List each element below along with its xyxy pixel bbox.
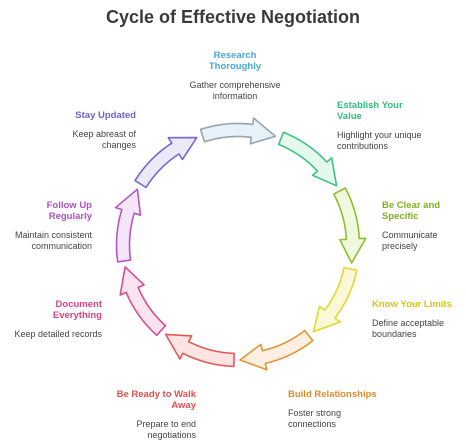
step-walk-away-desc: Prepare to end negotiations xyxy=(136,419,196,440)
step-walk-away-title: Be Ready to Walk Away xyxy=(116,389,196,411)
step-stay-updated-title: Stay Updated xyxy=(75,110,136,121)
step-build-relationships-desc: Foster strong connections xyxy=(288,408,342,429)
step-be-clear-title: Be Clear and Specific xyxy=(382,200,441,222)
step-follow-up-desc: Maintain consistent communication xyxy=(14,230,92,251)
step-follow-up: Follow Up Regularly Maintain consistent … xyxy=(4,200,92,252)
step-walk-away: Be Ready to Walk Away Prepare to end neg… xyxy=(100,389,196,441)
arrow-research xyxy=(199,117,277,145)
step-be-clear: Be Clear and Specific Communicate precis… xyxy=(382,200,462,252)
step-document-desc: Keep detailed records xyxy=(14,329,102,339)
arrow-build-relationships xyxy=(239,329,314,371)
step-stay-updated: Stay Updated Keep abreast of changes xyxy=(56,110,136,151)
step-establish-value: Establish Your Value Highlight your uniq… xyxy=(337,100,447,152)
step-research-title: Research Thoroughly xyxy=(208,50,262,72)
step-build-relationships: Build Relationships Foster strong connec… xyxy=(288,389,398,430)
step-stay-updated-desc: Keep abreast of changes xyxy=(72,129,136,150)
arrow-stay-updated xyxy=(134,136,198,189)
arrow-walk-away xyxy=(164,333,235,368)
step-document-title: Document Everything xyxy=(52,299,102,321)
step-follow-up-title: Follow Up Regularly xyxy=(46,200,92,222)
arrow-document xyxy=(119,266,167,337)
step-research: Research Thoroughly Gather comprehensive… xyxy=(183,50,287,102)
step-be-clear-desc: Communicate precisely xyxy=(382,230,438,251)
step-know-limits-desc: Define acceptable boundaries xyxy=(372,318,445,339)
arrow-establish-value xyxy=(277,131,338,187)
step-build-relationships-title: Build Relationships xyxy=(288,389,377,400)
arrow-follow-up xyxy=(114,188,142,263)
step-know-limits-title: Know Your Limits xyxy=(372,299,452,310)
arrow-know-limits xyxy=(312,266,358,333)
arrow-be-clear xyxy=(333,187,367,264)
diagram-title: Cycle of Effective Negotiation xyxy=(105,7,361,27)
step-establish-value-desc: Highlight your unique contributions xyxy=(337,130,422,151)
step-research-desc: Gather comprehensive information xyxy=(189,80,281,101)
step-document: Document Everything Keep detailed record… xyxy=(10,299,102,340)
step-establish-value-title: Establish Your Value xyxy=(337,100,403,122)
step-know-limits: Know Your Limits Define acceptable bound… xyxy=(372,299,464,340)
